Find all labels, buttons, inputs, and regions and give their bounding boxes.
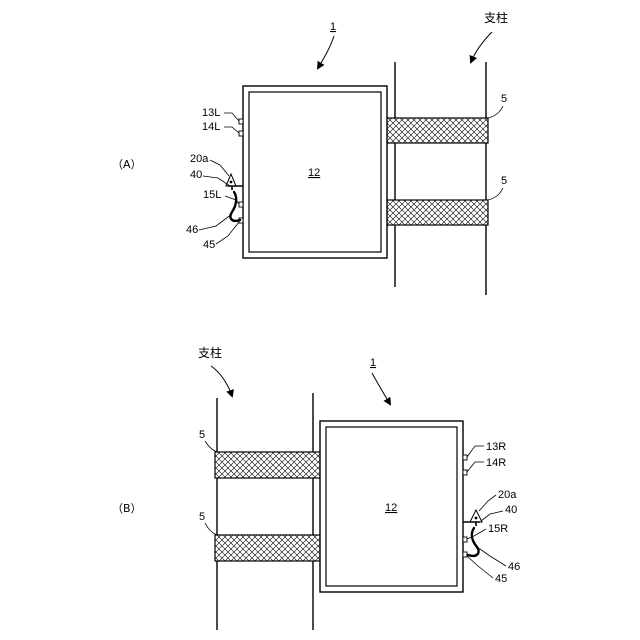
figure-a-leader-bracket-top [488,106,503,118]
figure-b-ref-40: 40 [505,504,517,516]
figure-a-leader-40 [203,176,230,186]
figure-b-leader-bracket-top [205,441,217,452]
figure-b-leader-14 [467,462,484,472]
figure-b-leader-40 [481,511,503,521]
figure-b-connector-13 [463,455,467,460]
figure-b-ref-15: 15R [488,523,508,535]
figure-a-leader-45 [216,222,239,244]
figure-b-ref-bracket-bottom: 5 [199,511,205,523]
figure-a-ref-bracket-bottom: 5 [501,175,507,187]
figure-b-ref-13: 13R [486,441,506,453]
figure-a-ref-bracket-top: 5 [501,93,507,105]
figure-b-ref-bracket-top: 5 [199,429,205,441]
figure-a: （A） 支柱 1 5 5 12 13L 14L 20a [112,10,508,295]
figure-a-connector-14 [239,131,243,136]
figure-b-ref-46: 46 [508,561,520,573]
figure-b-mount-40 [463,522,480,526]
figure-b-leader-20a [479,495,496,511]
figure-b-device-arrow [372,373,390,404]
figure-a-connector-15 [239,202,243,207]
figure-a-ref-box: 12 [308,167,320,179]
figure-a-connector-13 [239,119,243,124]
figure-a-pole-arrow [471,32,492,62]
figure-b-pole-arrow [211,366,232,396]
figure-a-ref-device: 1 [330,21,336,33]
figure-a-leader-46 [199,214,232,230]
figure-b-pole [217,393,313,630]
figure-a-mount-40 [228,186,243,190]
figure-b-ref-14: 14R [486,457,506,469]
figure-b-ref-device: 1 [370,357,376,369]
figure-b-ref-box: 12 [385,502,397,514]
figure-a-ref-13: 13L [202,107,220,119]
figure-b-lamp-20a-dot [475,517,478,520]
figure-a-leader-bracket-bottom [488,188,503,200]
figure-b-connector-14 [463,470,467,475]
figure-a-bracket-bottom [385,200,488,225]
figure-a-bracket-top [385,118,488,143]
figure-b-label: （B） [112,502,142,515]
figure-b-pole-label: 支柱 [198,345,222,360]
figure-b-bracket-bottom [215,535,322,561]
figure-a-ref-14: 14L [202,121,220,133]
figure-a-ref-20a: 20a [190,153,209,165]
figure-a-ref-46: 46 [186,224,198,236]
figure-a-ref-40: 40 [190,169,202,181]
figure-a-label: （A） [112,158,142,171]
figure-b-leader-bracket-bottom [205,523,217,535]
figure-a-ref-15: 15L [203,189,221,201]
figure-b: （B） 支柱 1 5 5 12 13R 14R 20a [112,345,520,630]
figure-a-leader-13 [224,113,239,121]
figure-b-cable-46 [468,528,479,556]
figure-a-pole-label: 支柱 [484,10,508,25]
figure-b-ref-20a: 20a [498,489,517,501]
figure-a-device-arrow [318,36,334,68]
figure-b-bracket-top [215,452,322,478]
figure-b-leader-46 [477,547,506,566]
figure-a-pole [395,62,486,295]
figure-b-connector-15 [463,537,467,542]
figure-b-leader-45 [467,556,493,578]
figure-a-leader-14 [224,127,239,133]
figure-b-connector-45 [463,552,467,557]
figure-a-leader-20a [210,160,229,176]
figure-a-lamp-20a-dot [230,181,233,184]
figure-a-ref-45: 45 [203,239,215,251]
figure-b-leader-13 [467,446,484,457]
figure-b-leader-15 [467,529,486,539]
figure-b-ref-45: 45 [495,573,507,585]
figure-b-lamp-20a [470,510,482,522]
